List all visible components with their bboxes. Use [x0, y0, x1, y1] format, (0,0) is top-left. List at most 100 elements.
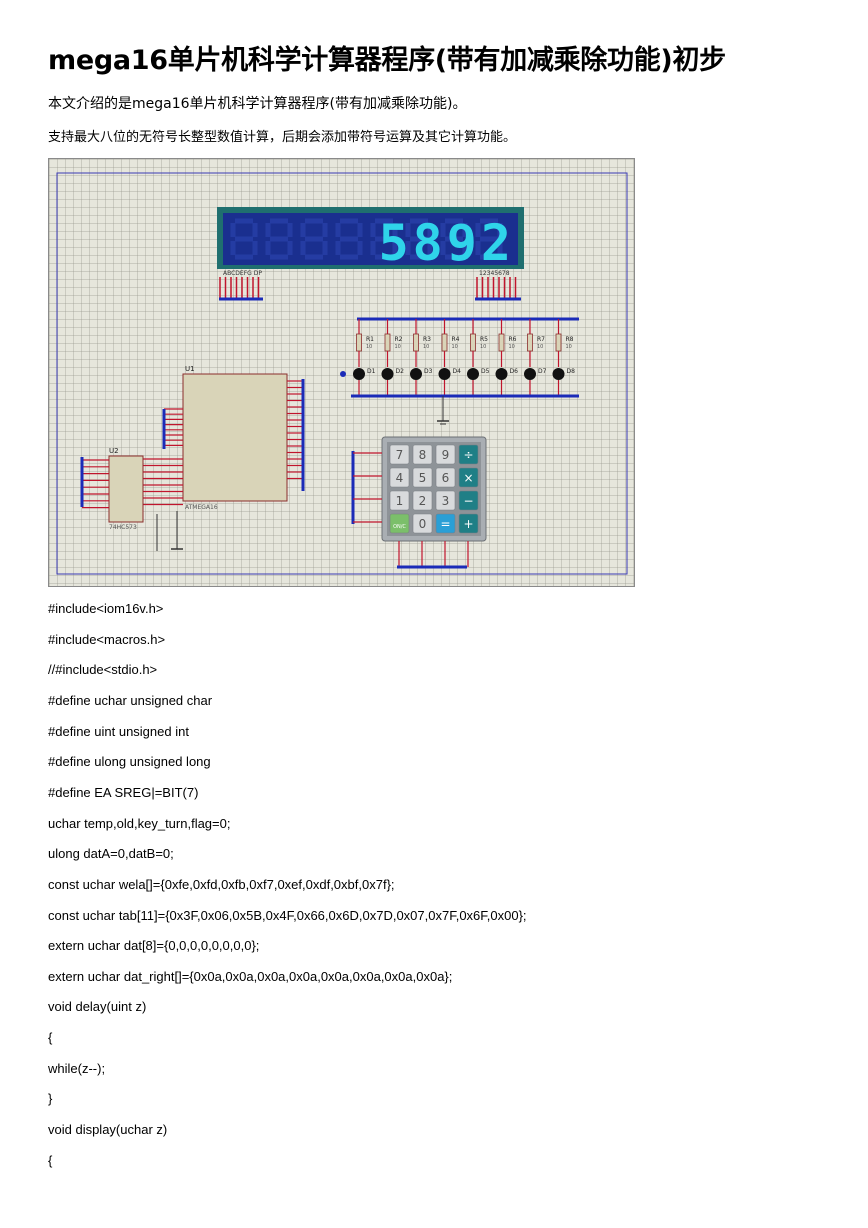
mcu-part: ATMEGA16 — [185, 504, 218, 511]
keypad-key — [435, 490, 456, 511]
display-pin-label-right: 12345678 — [479, 270, 510, 277]
keypad-key — [389, 513, 410, 534]
code-line: #include<macros.h> — [48, 631, 166, 647]
led — [381, 368, 394, 380]
keypad-key-label: ON/C — [393, 524, 406, 530]
code-line: uchar temp,old,key_turn,flag=0; — [48, 815, 231, 831]
led-label: D2 — [396, 368, 405, 375]
resistor — [384, 333, 391, 352]
resistor — [527, 333, 533, 352]
keypad-key — [458, 467, 479, 488]
keypad-key-label: 3 — [442, 494, 450, 508]
resistor-label: R7 — [537, 336, 545, 343]
led — [353, 368, 365, 380]
keypad-key-label: = — [440, 517, 450, 531]
keypad-key — [458, 513, 479, 534]
latch-part: 74HC573 — [109, 524, 137, 531]
keypad-key-label: 1 — [396, 494, 404, 508]
led — [552, 368, 565, 380]
code-line: } — [48, 1091, 53, 1107]
keypad-key-label: 0 — [419, 517, 427, 531]
keypad-key-label: 2 — [419, 494, 427, 508]
intro-paragraph: 支持最大八位的无符号长整型数值计算，后期会添加带符号运算及其它计算功能。 — [48, 130, 517, 145]
keypad-key — [412, 444, 433, 465]
led-label: D6 — [510, 368, 519, 375]
display-digits: 5892 — [379, 214, 515, 272]
code-line: ulong datA=0,datB=0; — [48, 846, 174, 862]
keypad-key-label: 5 — [419, 471, 427, 485]
keypad-key — [412, 513, 433, 534]
code-line: const uchar tab[11]={0x3F,0x06,0x5B,0x4F… — [48, 907, 527, 923]
resistor — [356, 333, 362, 352]
code-line: { — [48, 1152, 53, 1168]
code-line: extern uchar dat[8]={0,0,0,0,0,0,0,0}; — [48, 938, 260, 954]
code-line: while(z--); — [48, 1060, 106, 1076]
keypad-key — [458, 444, 479, 465]
resistor-value: 10 — [537, 344, 543, 350]
resistor-value: 10 — [366, 344, 372, 350]
latch-chip: U2 74HC573 — [108, 447, 144, 531]
resistor-label: R2 — [395, 336, 403, 343]
mcu-chip: U1 ATMEGA16 — [182, 365, 288, 511]
resistor-label: R4 — [452, 336, 460, 343]
intro-paragraph: 本文介绍的是mega16单片机科学计算器程序(带有加减乘除功能)。 — [48, 96, 467, 112]
led-label: D4 — [453, 368, 462, 375]
keypad-key-label: − — [463, 494, 473, 508]
led — [467, 368, 479, 380]
keypad-key — [389, 467, 410, 488]
keypad-key — [435, 444, 456, 465]
display-segment-ghost — [265, 218, 293, 260]
code-line: #define ulong unsigned long — [48, 754, 211, 770]
code-line: extern uchar dat_right[]={0x0a,0x0a,0x0a… — [48, 968, 453, 984]
resistor-value: 10 — [423, 344, 429, 350]
display-segment-ghost — [440, 218, 468, 260]
led-label: D3 — [424, 368, 433, 375]
display-segment-ghost — [300, 218, 328, 260]
display-segment-ghost — [335, 218, 363, 260]
resistor-value: 10 — [509, 344, 515, 350]
resistor-label: R3 — [423, 336, 431, 343]
code-line: void delay(uint z) — [48, 999, 147, 1015]
page-title: mega16单片机科学计算器程序(带有加减乘除功能)初步 — [48, 45, 726, 76]
code-line: #define EA SREG|=BIT(7) — [48, 784, 199, 800]
display-segment-ghost — [405, 218, 433, 260]
keypad-key — [458, 490, 479, 511]
mcu-label: U1 — [185, 365, 195, 373]
resistor-label: R5 — [480, 336, 488, 343]
resistor-value: 10 — [395, 344, 401, 350]
code-line: #define uint unsigned int — [48, 723, 189, 739]
resistor-value: 10 — [452, 344, 458, 350]
resistor — [441, 333, 448, 352]
led — [410, 368, 422, 380]
led-label: D8 — [567, 368, 576, 375]
resistor-label: R8 — [566, 336, 574, 343]
display-segment-ghost — [475, 218, 503, 260]
keypad-key-label: × — [463, 471, 473, 485]
keypad-key — [389, 444, 410, 465]
resistor — [470, 333, 476, 352]
resistor-value: 10 — [480, 344, 486, 350]
keypad-key — [389, 490, 410, 511]
display-segment-ghost — [370, 218, 398, 260]
led — [438, 368, 451, 380]
keypad-key-label: 8 — [419, 448, 427, 462]
code-line: #include<iom16v.h> — [48, 601, 164, 616]
led-label: D5 — [481, 368, 490, 375]
keypad-key-label: 6 — [442, 471, 450, 485]
keypad-key-label: 7 — [396, 448, 404, 462]
resistor — [413, 333, 419, 352]
keypad-key-label: + — [463, 517, 473, 531]
keypad-key-label: 4 — [396, 471, 404, 485]
resistor-label: R1 — [366, 336, 374, 343]
code-line: void display(uchar z) — [48, 1122, 168, 1138]
code-line: //#include<stdio.h> — [48, 662, 158, 678]
led-label: D1 — [367, 368, 376, 375]
resistor-label: R6 — [509, 336, 517, 343]
seven-segment-display: 5892 ABCDEFG DP 12345678 — [217, 207, 524, 277]
code-line: const uchar wela[]={0xfe,0xfd,0xfb,0xf7,… — [48, 876, 395, 892]
code-line: { — [48, 1030, 53, 1046]
code-line: #define uchar unsigned char — [48, 692, 213, 708]
display-segment-ghost — [230, 218, 258, 260]
